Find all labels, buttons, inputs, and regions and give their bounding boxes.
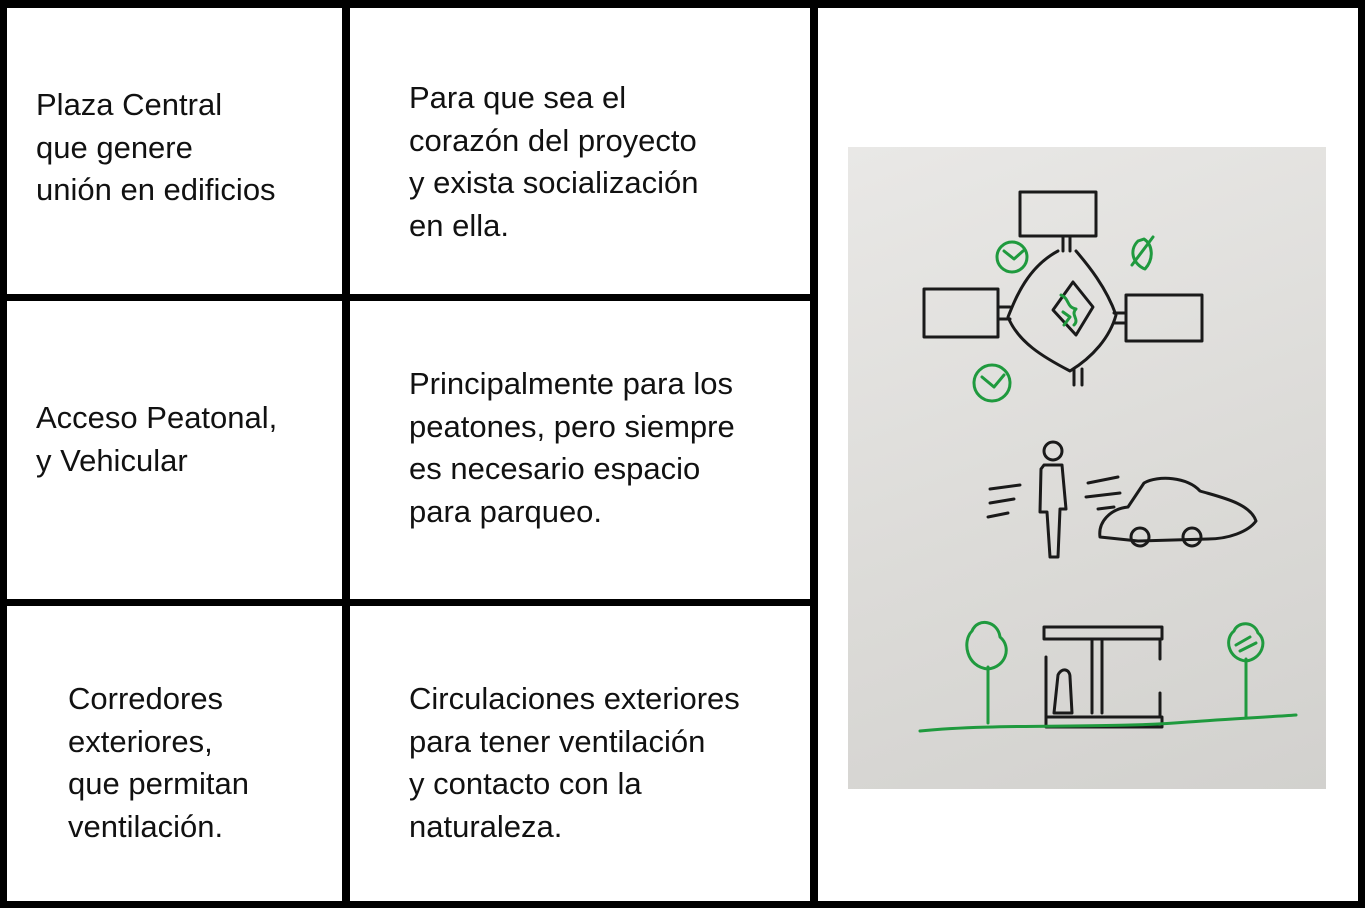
tree-icon-top-right <box>1131 237 1153 271</box>
concept-sketch-photo <box>848 147 1326 789</box>
table-border-right <box>1358 0 1365 908</box>
motion-lines-mid <box>1084 475 1122 511</box>
plaza-diagram <box>922 190 1204 387</box>
plaza-outer-ring <box>1006 249 1118 373</box>
sketch-drawing <box>918 190 1298 733</box>
corridor-floor <box>1044 715 1164 729</box>
plaza-center-diamond <box>1051 280 1095 337</box>
row-divider-2 <box>0 599 814 606</box>
corridor-greenery <box>918 621 1298 733</box>
tree-right-crown <box>1227 622 1265 663</box>
car-wheel-back <box>1181 526 1203 548</box>
corridor-column <box>1090 637 1104 715</box>
plaza-greenery <box>972 235 1155 403</box>
building-top <box>1018 190 1098 238</box>
ground-line <box>918 713 1298 733</box>
access-diagram <box>986 440 1258 559</box>
table-border-bottom <box>0 901 1365 908</box>
row-3-feature: Corredores exteriores, que permitan vent… <box>68 681 249 844</box>
corridor-diagram <box>1042 625 1164 729</box>
table-border-top <box>0 0 1365 8</box>
row-2-description: Principalmente para los peatones, pero s… <box>409 366 735 529</box>
column-divider-1 <box>342 0 350 908</box>
tree-left-crown <box>965 621 1008 671</box>
path-bottom <box>1072 367 1084 387</box>
motion-lines-left <box>986 483 1022 519</box>
table-border-left <box>0 0 7 908</box>
row-3-description: Circulaciones exteriores para tener vent… <box>409 681 740 844</box>
tree-icon-bottom-left <box>972 363 1012 403</box>
column-divider-2 <box>810 0 818 908</box>
building-left <box>922 287 1000 339</box>
row-2-feature: Acceso Peatonal, y Vehicular <box>36 400 278 478</box>
pedestrian-body <box>1038 463 1068 559</box>
corridor-roof <box>1042 625 1164 641</box>
building-right <box>1124 293 1204 343</box>
row-1-description: Para que sea el corazón del proyecto y e… <box>409 80 699 243</box>
car-body <box>1098 476 1258 543</box>
tree-icon-top-left <box>995 240 1029 274</box>
pedestrian-head <box>1042 440 1064 462</box>
path-top <box>1061 235 1072 253</box>
row-1-feature: Plaza Central que genere unión en edific… <box>36 87 276 207</box>
car-wheel-front <box>1129 526 1151 548</box>
corridor-person <box>1052 668 1074 715</box>
row-divider-1 <box>0 294 814 301</box>
